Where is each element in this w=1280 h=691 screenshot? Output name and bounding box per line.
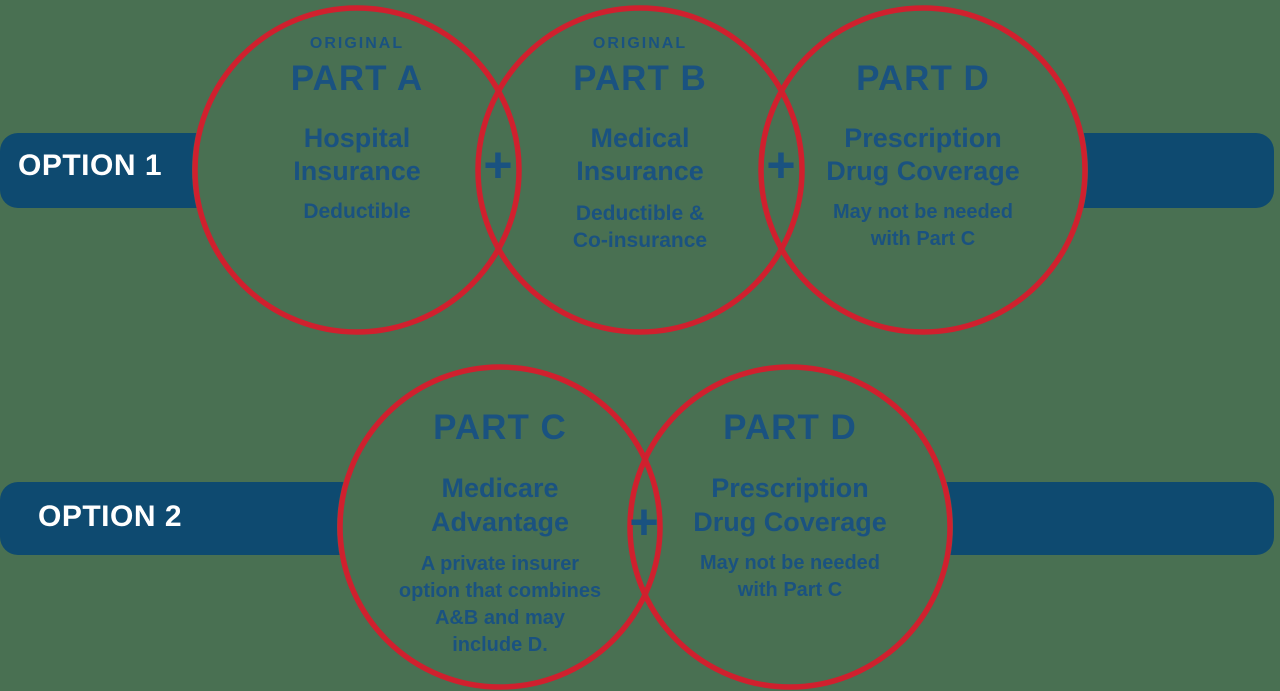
part-c-detail-line1: A private insurer [420,553,580,575]
part-d2-detail-line2: with Part C [737,579,843,601]
part-c-circle [337,364,663,690]
part-d1-detail: May not be needed with Part C [758,199,1088,253]
part-a-detail: Deductible [192,198,522,225]
part-d2-circle [627,364,953,690]
part-a-subtitle-line2: Insurance [293,156,421,186]
part-b-eyebrow: ORIGINAL [592,35,688,52]
part-b-subtitle: Medical Insurance [475,122,805,188]
part-a-subtitle-line1: Hospital [303,123,411,153]
part-c-detail-line3: A&B and may [434,607,566,629]
part-b-detail-line2: Co-insurance [572,229,708,252]
part-b-circle [475,5,805,335]
part-c-subtitle: Medicare Advantage [335,471,665,539]
part-d1-subtitle: Prescription Drug Coverage [758,122,1088,188]
part-c-subtitle-line1: Medicare [441,473,559,503]
part-b-subtitle-line1: Medical [590,123,690,153]
part-a-eyebrow: ORIGINAL [309,35,405,52]
part-d1-subtitle-line2: Drug Coverage [826,156,1020,186]
part-d1-detail-line2: with Part C [870,228,976,250]
part-d1-subtitle-line1: Prescription [844,123,1002,153]
plus-icon: + [483,137,513,193]
option1-bar [0,133,1274,208]
part-c-title: PART C [433,408,567,447]
part-b-detail-line1: Deductible & [575,202,705,225]
part-a-detail-line1: Deductible [303,200,411,223]
part-d1-title: PART D [856,59,990,98]
part-c-detail-line4: include D. [452,634,548,656]
part-c-subtitle-line2: Advantage [430,507,570,537]
part-d2-title: PART D [723,408,857,447]
part-c-detail: A private insurer option that combines A… [335,551,665,659]
option2-label: OPTION 2 [38,500,183,533]
part-d2-subtitle-line2: Drug Coverage [693,507,887,537]
part-d2-subtitle: Prescription Drug Coverage [625,471,955,539]
part-b-subtitle-line2: Insurance [576,156,704,186]
part-c-detail-line2: option that combines [398,580,602,602]
part-a-circle [192,5,522,335]
part-d2-subtitle-line1: Prescription [711,473,869,503]
plus-icon: + [766,137,796,193]
part-a-subtitle: Hospital Insurance [192,122,522,188]
part-a-title: PART A [290,59,424,98]
part-d1-detail-line1: May not be needed [832,201,1014,223]
plus-icon: + [629,494,659,550]
part-b-title: PART B [573,59,707,98]
option1-label: OPTION 1 [18,149,163,182]
option2-bar [0,482,1274,555]
part-b-detail: Deductible & Co-insurance [475,200,805,254]
part-d2-detail: May not be needed with Part C [625,550,955,604]
part-d2-detail-line1: May not be needed [699,552,881,574]
part-d1-circle [758,5,1088,335]
